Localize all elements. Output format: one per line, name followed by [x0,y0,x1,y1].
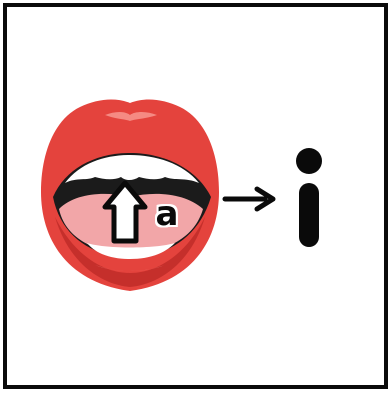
letter-i-icon [289,147,329,252]
phonics-card: a i [3,3,388,389]
right-arrow-icon [221,183,281,215]
open-mouth-icon [35,97,225,297]
vowel-label: a [147,197,187,237]
